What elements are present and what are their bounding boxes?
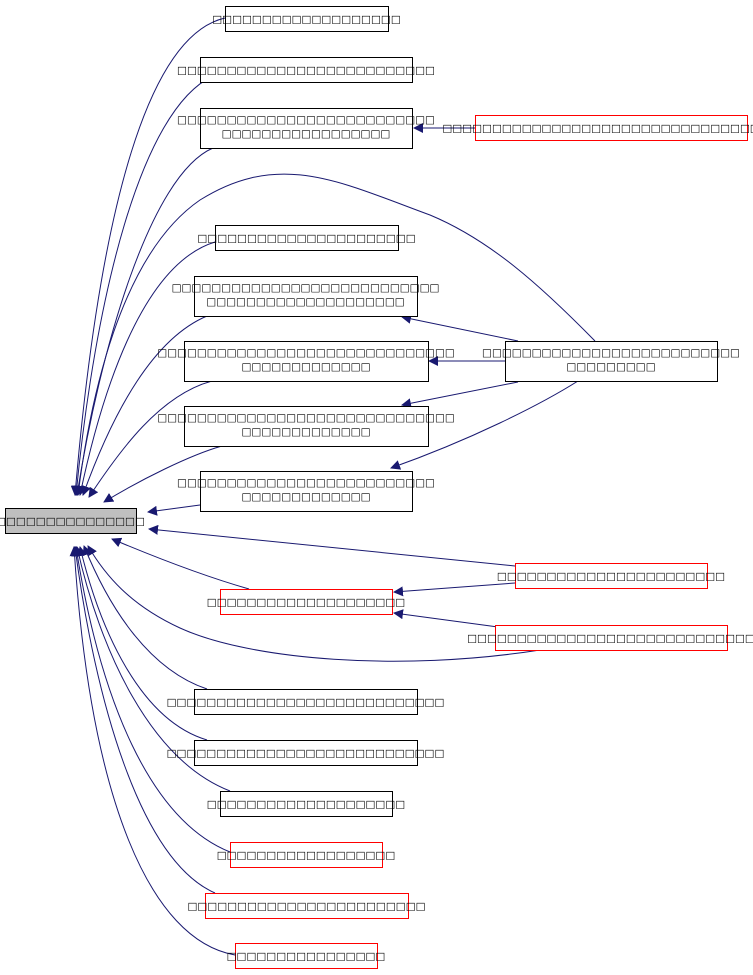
node-box <box>205 893 409 919</box>
node-box <box>515 563 708 589</box>
node-label: □□□□□□□□□□□□□□□□□□□□□□□□□□□□ <box>167 748 445 760</box>
node-box <box>200 108 413 149</box>
nodes: □□□□□□□□□□□□□□□□□□□□□□□□□□□□□□□□□□□□□□□□… <box>0 6 753 969</box>
node-box <box>235 943 378 969</box>
node-label: □□□□□□□□□□□□□□□□□□□□ <box>207 597 405 609</box>
function-node[interactable]: □□□□□□□□□□□□□□□□□□□□□□□□□□□□□□□□□□□□□□□□… <box>157 341 455 382</box>
function-node[interactable]: □□□□□□□□□□□□□□□□□□□□□□ <box>197 225 416 251</box>
node-label: □□□□□□□□□□□□□□□□□□□□ <box>207 799 405 811</box>
node-label: □□□□□□□□□□□□□□□□□□□□□□□□□□□□□□ <box>157 347 455 359</box>
node-label: □□□□□□□□□□□□□ <box>242 491 371 503</box>
function-node[interactable]: □□□□□□□□□□□□□□□□□□□□□□□□ <box>187 893 426 919</box>
function-node[interactable]: □□□□□□□□□□□□□□□□ <box>227 943 386 969</box>
call-edge <box>77 546 208 741</box>
call-edge <box>82 545 208 690</box>
node-label: □□□□□□□□□□□□□□□□□□□□□□□□□□ <box>177 114 435 126</box>
function-node[interactable]: □□□□□□□□□□□□□□□□□□□□□□□ <box>497 563 725 589</box>
call-edge <box>401 381 519 409</box>
call-edge <box>71 546 216 894</box>
call-edge <box>70 17 226 496</box>
node-label: □□□□□□□□□□□□□□□□□□□□□□□□□□□□□□□□□□ <box>442 123 753 135</box>
node-box <box>495 625 728 651</box>
call-edge <box>74 173 596 496</box>
function-node[interactable]: □□□□□□□□□□□□□□□□□□□ <box>212 6 401 32</box>
node-label: □□□□□□□□□ <box>566 361 655 373</box>
function-node[interactable]: □□□□□□□□□□□□□□□□□□□□□□□□□□□□□□□□□□□□□□□□… <box>177 108 435 149</box>
function-node[interactable]: □□□□□□□□□□□□□□□□□□□□□□□□□□□□□ <box>467 625 753 651</box>
node-label: □□□□□□□□□□□□□□□□□□□□□□□□□□□□ <box>167 697 445 709</box>
call-edge <box>393 582 516 597</box>
node-label: □□□□□□□□□□□□□□□□□□□ <box>212 14 401 26</box>
call-edge <box>111 537 250 590</box>
node-label: □□□□□□□□□□□□□□□□□□□□□□□□□□ <box>177 477 435 489</box>
node-label: □□□□□□□□□□□□□□□□□□□□ <box>206 296 404 308</box>
function-node[interactable]: □□□□□□□□□□□□□□□□□□ <box>217 842 396 868</box>
node-box <box>200 57 413 83</box>
function-node[interactable]: □□□□□□□□□□□□□□□□□□□□□□□□□□□□ <box>167 689 445 715</box>
node-label: □□□□□□□□□□□□□□□□□□□□□□□□ <box>187 901 425 913</box>
edges <box>69 17 596 956</box>
node-box <box>505 341 718 382</box>
call-edge <box>393 609 499 628</box>
call-edge <box>103 445 223 503</box>
function-node[interactable]: □□□□□□□□□□□□□□□□□□□□ <box>207 791 405 817</box>
function-node[interactable]: □□□□□□□□□□□□□□□□□□□□□□□□□□ <box>177 57 435 83</box>
node-label: □□□□□□□□□□□□□□□□ <box>227 951 386 963</box>
node-box <box>225 6 389 32</box>
node-box <box>184 341 429 382</box>
node-box <box>215 225 399 251</box>
call-edge <box>390 380 579 470</box>
function-node[interactable]: □□□□□□□□□□□□□□□□□□□□□□□□□□□□ <box>167 740 445 766</box>
call-edge <box>401 313 519 342</box>
function-node[interactable]: □□□□□□□□□□□□□□□□□□□□□□□□□□□□□□□□□□□ <box>482 341 740 382</box>
node-label: □□□□□□□□□□□□□□□□□□□□□□□□□□□□□ <box>467 633 753 645</box>
function-node[interactable]: □□□□□□□□□□□□□□□□□□□□ <box>207 589 405 615</box>
node-box <box>5 508 137 534</box>
call-edge <box>148 524 516 567</box>
function-node[interactable]: □□□□□□□□□□□□□□□□□□□□□□□□□□□□□□□□□□ <box>442 115 753 141</box>
call-edge <box>76 241 216 496</box>
call-edge <box>87 545 541 662</box>
root-node[interactable]: □□□□□□□□□□□□□□□ <box>0 508 145 534</box>
node-label: □□□□□□□□□□□□□□□□□□□□□□□□□□□ <box>172 282 440 294</box>
node-label: □□□□□□□□□□□□□□□□□□ <box>217 850 396 862</box>
function-node[interactable]: □□□□□□□□□□□□□□□□□□□□□□□□□□□□□□□□□□□□□□□□… <box>172 276 440 317</box>
node-label: □□□□□□□□□□□□□□□□□□□□□□□□□□□□□□ <box>157 412 455 424</box>
call-edge <box>147 504 201 516</box>
call-edge <box>81 315 208 496</box>
node-label: □□□□□□□□□□□□□□□ <box>0 516 145 528</box>
call-edge <box>72 546 231 853</box>
node-label: □□□□□□□□□□□□□□□□□ <box>222 128 391 140</box>
node-box <box>475 115 748 141</box>
call-edge <box>88 380 213 498</box>
node-label: □□□□□□□□□□□□□□□□□□□□□□□□□□ <box>482 347 740 359</box>
call-edge <box>71 75 214 496</box>
node-box <box>184 406 429 447</box>
node-box <box>194 689 418 715</box>
function-node[interactable]: □□□□□□□□□□□□□□□□□□□□□□□□□□□□□□□□□□□□□□□ <box>177 471 435 512</box>
node-box <box>200 471 413 512</box>
node-box <box>220 589 393 615</box>
node-label: □□□□□□□□□□□□□□□□□□□□□□□□□□ <box>177 65 435 77</box>
node-label: □□□□□□□□□□□□□ <box>242 426 371 438</box>
node-box <box>230 842 383 868</box>
node-box <box>220 791 393 817</box>
call-edge <box>69 546 236 956</box>
function-node[interactable]: □□□□□□□□□□□□□□□□□□□□□□□□□□□□□□□□□□□□□□□□… <box>157 406 455 447</box>
node-box <box>194 740 418 766</box>
node-label: □□□□□□□□□□□□□□□□□□□□□□ <box>197 233 415 245</box>
call-edge <box>73 147 214 496</box>
node-box <box>194 276 418 317</box>
node-label: □□□□□□□□□□□□□□□□□□□□□□□ <box>497 571 725 583</box>
node-label: □□□□□□□□□□□□□ <box>242 361 371 373</box>
call-edge <box>74 546 231 792</box>
